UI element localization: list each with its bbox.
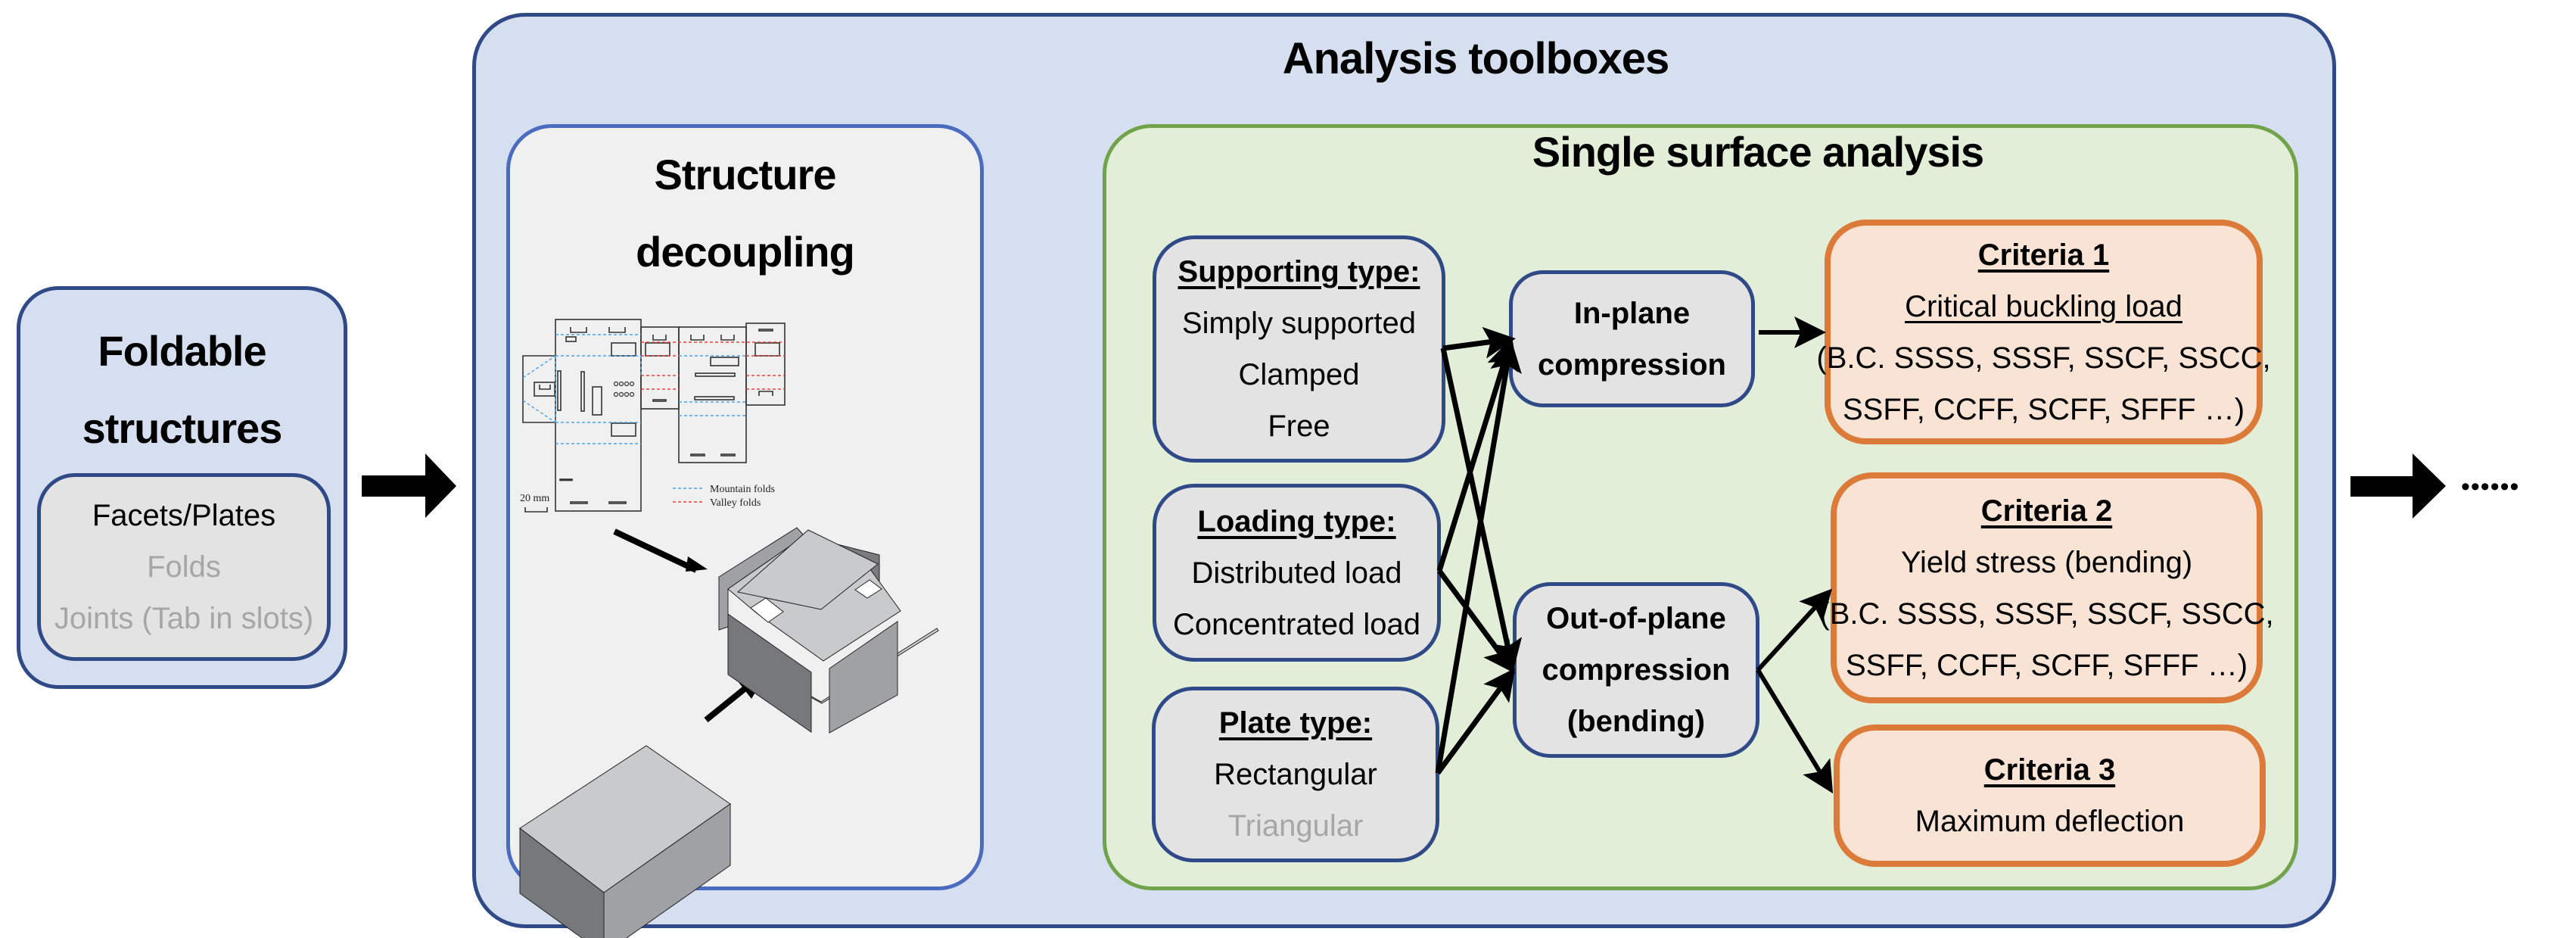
criteria-2-bc-line2: SSFF, CCFF, SCFF, SFFF …) [1845,648,2248,682]
arrow-supporting-to-outofplane [1440,347,1523,672]
criteria-2-subtitle: Yield stress (bending) [1900,545,2193,579]
in-plane-line1: In-plane [1573,296,1691,330]
option-triangular: Triangular [1227,809,1364,843]
out-of-plane-line3: (bending) [1566,705,1706,738]
in-plane-line2: compression [1538,347,1726,382]
arrow-analysis-to-next [2350,453,2446,519]
component-joints: Joints (Tab in slots) [54,602,314,635]
legend-valley-label: Valley folds [710,497,761,509]
option-simply-supported: Simply supported [1181,307,1417,340]
arrow-plate-to-outofplane [1436,668,1516,775]
option-distributed-load: Distributed load [1191,556,1402,590]
structure-decoupling-title-line2: decoupling [636,228,855,276]
option-rectangular: Rectangular [1214,758,1377,791]
valley-fold-lines [641,341,785,503]
single-surface-analysis-title: Single surface analysis [1532,128,1984,176]
continuation-ellipsis: •••••• [2461,472,2520,501]
mountain-fold-lines [522,334,746,489]
crease-pattern-holes [613,381,635,397]
plate-type-box: Plate type: Rectangular Triangular [1152,687,1439,862]
supporting-type-box: Supporting type: Simply supported Clampe… [1153,235,1445,463]
out-of-plane-line1: Out-of-plane [1546,602,1726,635]
in-plane-compression-box: In-plane compression [1509,270,1755,407]
criteria-1-bc-line1: (B.C. SSSS, SSSF, SSCF, SSCC, [1816,341,2271,375]
option-concentrated-load: Concentrated load [1173,607,1420,641]
criteria-2-box: Criteria 2 Yield stress (bending) (B.C. … [1819,472,2274,703]
arrow-outofplane-to-criteria3 [1756,668,1834,794]
criteria-1-subtitle: Critical buckling load [1905,289,2182,323]
criteria-2-title: Criteria 2 [1980,494,2113,528]
structure-decoupling-box [506,124,984,890]
option-clamped: Clamped [1238,358,1360,391]
component-facets-plates: Facets/Plates [92,499,276,532]
foldable-title-line1: Foldable [98,327,266,375]
arrow-loading-to-outofplane [1437,569,1516,674]
criteria-1-bc-line2: SSFF, CCFF, SCFF, SFFF …) [1842,392,2245,426]
loading-type-heading: Loading type: [1197,504,1396,538]
criteria-3-subtitle: Maximum deflection [1915,805,2185,838]
arrow-supporting-to-inplane [1442,326,1516,359]
criteria-3-box: Criteria 3 Maximum deflection [1834,725,2266,867]
option-free: Free [1268,410,1330,443]
arrow-plate-to-inplane [1435,340,1522,774]
criteria-2-bc-line1: (B.C. SSSS, SSSF, SSCF, SSCC, [1819,597,2274,631]
foldable-components-box: Facets/Plates Folds Joints (Tab in slots… [37,473,331,661]
out-of-plane-line2: compression [1542,653,1731,687]
analysis-toolboxes-title: Analysis toolboxes [1282,34,1670,83]
criteria-3-title: Criteria 3 [1983,753,2116,787]
arrow-outofplane-to-criteria2 [1756,588,1833,672]
out-of-plane-compression-box: Out-of-plane compression (bending) [1513,582,1759,758]
scale-bar-label: 20 mm [520,493,549,504]
arrow-loading-to-inplane [1436,337,1518,572]
component-folds: Folds [147,550,221,584]
foldable-title-line2: structures [82,404,283,452]
arrow-foldable-to-analysis [362,453,456,518]
criteria-1-title: Criteria 1 [1977,238,2110,272]
folded-box [718,527,939,734]
criteria-1-box: Criteria 1 Critical buckling load (B.C. … [1816,220,2271,444]
structure-decoupling-title-line1: Structure [654,151,837,198]
supporting-type-heading: Supporting type: [1178,255,1420,288]
foldable-structures-box: Foldable structures Facets/Plates Folds … [17,286,347,689]
plate-type-heading: Plate type: [1218,706,1373,740]
loading-type-box: Loading type: Distributed load Concentra… [1153,484,1441,662]
legend-mountain-label: Mountain folds [710,484,775,495]
arrow-pattern-to-folded [613,528,708,573]
solid-box [519,745,731,938]
